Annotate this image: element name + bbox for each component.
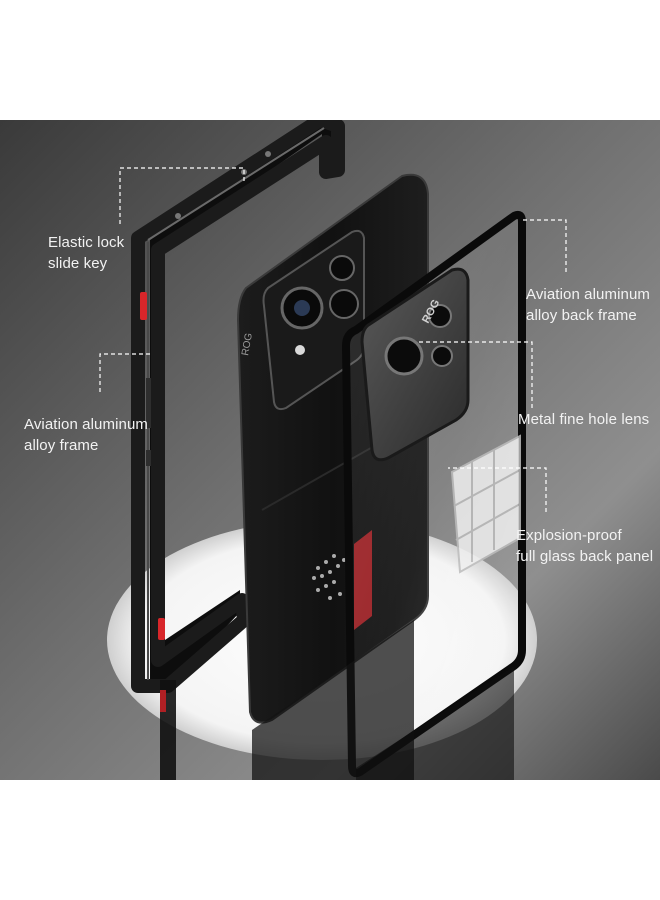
product-photo: ROG ROG	[0, 120, 660, 780]
label-aviation-frame: Aviation aluminum alloy frame	[24, 414, 148, 456]
label-aviation-back-frame-line2: alloy back frame	[526, 307, 637, 324]
label-aviation-frame-line1: Aviation aluminum	[24, 416, 148, 433]
label-elastic-lock: Elastic lock slide key	[48, 232, 124, 274]
rog-eye-logo	[312, 554, 346, 600]
phone-reflection	[252, 620, 414, 780]
label-elastic-lock-line1: Elastic lock	[48, 234, 125, 251]
spine-brand-text: ROG	[240, 332, 255, 357]
flash	[295, 345, 305, 355]
metal-lens-ring-1	[384, 336, 424, 376]
leader-lines	[99, 167, 567, 512]
label-metal-lens: Metal fine hole lens	[518, 409, 649, 430]
label-metal-lens-line1: Metal fine hole lens	[518, 411, 650, 428]
label-explosion-glass-line1: Explosion-proof	[516, 527, 622, 544]
camera-lens-3	[329, 289, 359, 319]
red-key-top	[140, 292, 147, 320]
label-aviation-back-frame: Aviation aluminum alloy back frame	[526, 284, 650, 326]
red-key-bottom	[158, 618, 165, 640]
camera-lens-2	[329, 255, 355, 281]
label-explosion-glass: Explosion-proof full glass back panel	[516, 525, 653, 567]
metal-lens-ring-3	[431, 345, 453, 367]
product-scene: ROG ROG	[0, 120, 660, 780]
label-aviation-back-frame-line1: Aviation aluminum	[526, 286, 650, 303]
label-aviation-frame-line2: alloy frame	[24, 437, 99, 454]
window-reflection	[450, 434, 521, 574]
label-explosion-glass-line2: full glass back panel	[516, 548, 654, 565]
metal-lens-ring-2	[428, 304, 452, 328]
label-elastic-lock-line2: slide key	[48, 255, 108, 272]
glass-back-panel: ROG	[341, 210, 526, 778]
